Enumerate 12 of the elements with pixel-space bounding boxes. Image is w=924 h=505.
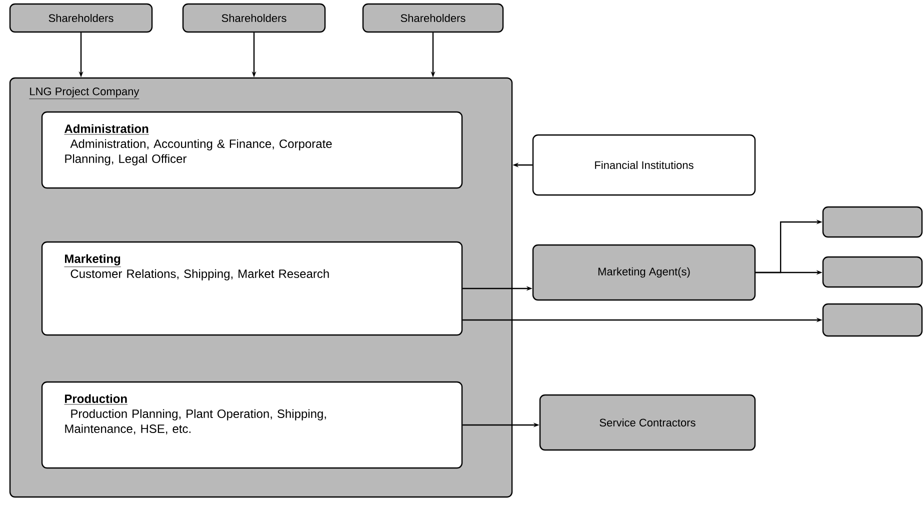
entity-box: Shareholders — [362, 3, 504, 33]
entity-box: Shareholders — [9, 3, 153, 33]
entity-box: Marketing Agent(s) — [532, 244, 756, 301]
department-box: Marketing Customer Relations, Shipping, Market Research — [41, 241, 463, 336]
entity-box — [822, 256, 923, 288]
department-box: Production Production Planning, Plant Operation, Shipping, Maintenance, HSE, etc. — [41, 381, 463, 469]
entity-box: Financial Institutions — [532, 134, 756, 196]
entity-box: Service Contractors — [539, 394, 756, 451]
entity-box — [822, 206, 923, 238]
department-box: Administration Administration, Accounting & Finance, Corporate Planning, Legal Officer — [41, 111, 463, 189]
entity-box — [822, 303, 923, 337]
entity-box: Shareholders — [182, 3, 326, 33]
